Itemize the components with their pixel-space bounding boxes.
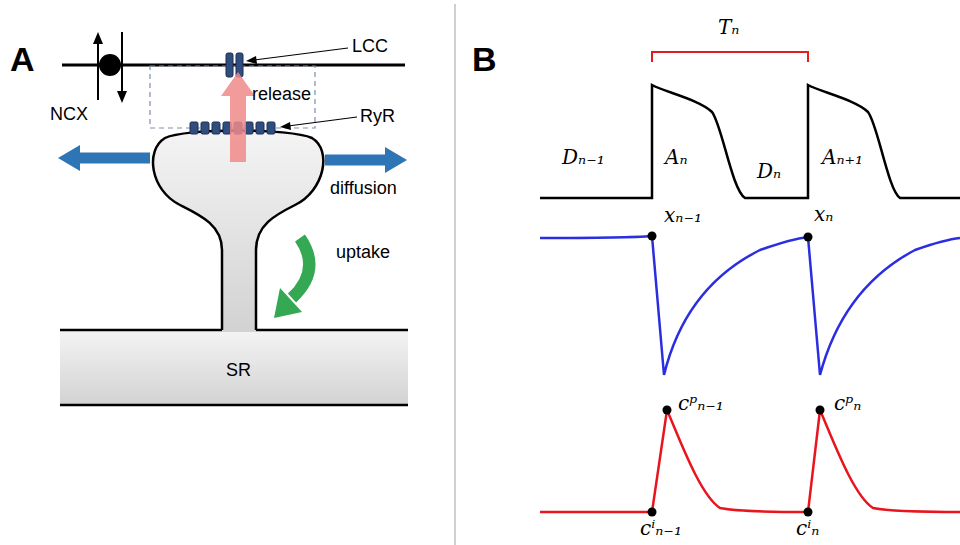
lcc-channel bbox=[226, 53, 243, 77]
variable-label: xₙ₋₁ bbox=[664, 204, 702, 227]
flux-label: release bbox=[252, 84, 311, 105]
ryr-leader bbox=[280, 117, 357, 130]
interval-label: Aₙ₊₁ bbox=[822, 146, 863, 169]
interval-label: Dₙ₋₁ bbox=[562, 146, 605, 169]
part-name: LCC bbox=[352, 36, 388, 57]
state-trace bbox=[540, 236, 960, 375]
release-arrow bbox=[221, 72, 255, 162]
variable-label: cᵖₙ bbox=[834, 392, 861, 415]
variable-label: cⁱₙ₋₁ bbox=[640, 517, 682, 540]
variable-label: cᵖₙ₋₁ bbox=[678, 392, 724, 415]
part-name: NCX bbox=[50, 104, 88, 125]
period-label: Tₙ bbox=[718, 16, 739, 39]
panel-letter: A bbox=[10, 40, 35, 79]
ncx-symbol bbox=[93, 32, 127, 103]
part-name: SR bbox=[226, 360, 251, 381]
part-name: RyR bbox=[360, 106, 395, 127]
variable-label: cⁱₙ bbox=[796, 517, 819, 540]
voltage-trace bbox=[540, 85, 960, 198]
variable-label: xₙ bbox=[814, 203, 833, 226]
uptake-arrow bbox=[274, 238, 309, 318]
panel-separator bbox=[454, 4, 456, 545]
interval-label: Aₙ bbox=[665, 146, 688, 169]
sample-dots bbox=[648, 232, 825, 517]
calcium-trace bbox=[540, 410, 960, 512]
period-bracket bbox=[652, 52, 808, 62]
panel-letter: B bbox=[472, 40, 497, 79]
lcc-leader bbox=[246, 48, 348, 64]
sr-bar bbox=[60, 330, 408, 405]
diffusion-arrows bbox=[58, 145, 407, 173]
flux-label: diffusion bbox=[330, 178, 397, 199]
interval-label: Dₙ bbox=[757, 160, 781, 183]
flux-label: uptake bbox=[336, 242, 390, 263]
sr-bar-outline bbox=[60, 330, 408, 405]
